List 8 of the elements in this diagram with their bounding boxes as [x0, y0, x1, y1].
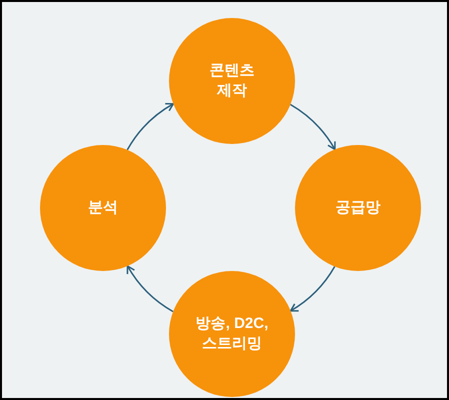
- node-label: 공급망: [336, 198, 380, 218]
- arrow: [290, 104, 336, 150]
- arrow: [126, 103, 174, 150]
- node-label: 콘텐츠 제작: [208, 61, 256, 101]
- node-label: 분석: [88, 198, 118, 218]
- arrow: [290, 266, 336, 312]
- arrow: [126, 265, 174, 312]
- node-label: 방송, D2C, 스트리밍: [194, 314, 270, 354]
